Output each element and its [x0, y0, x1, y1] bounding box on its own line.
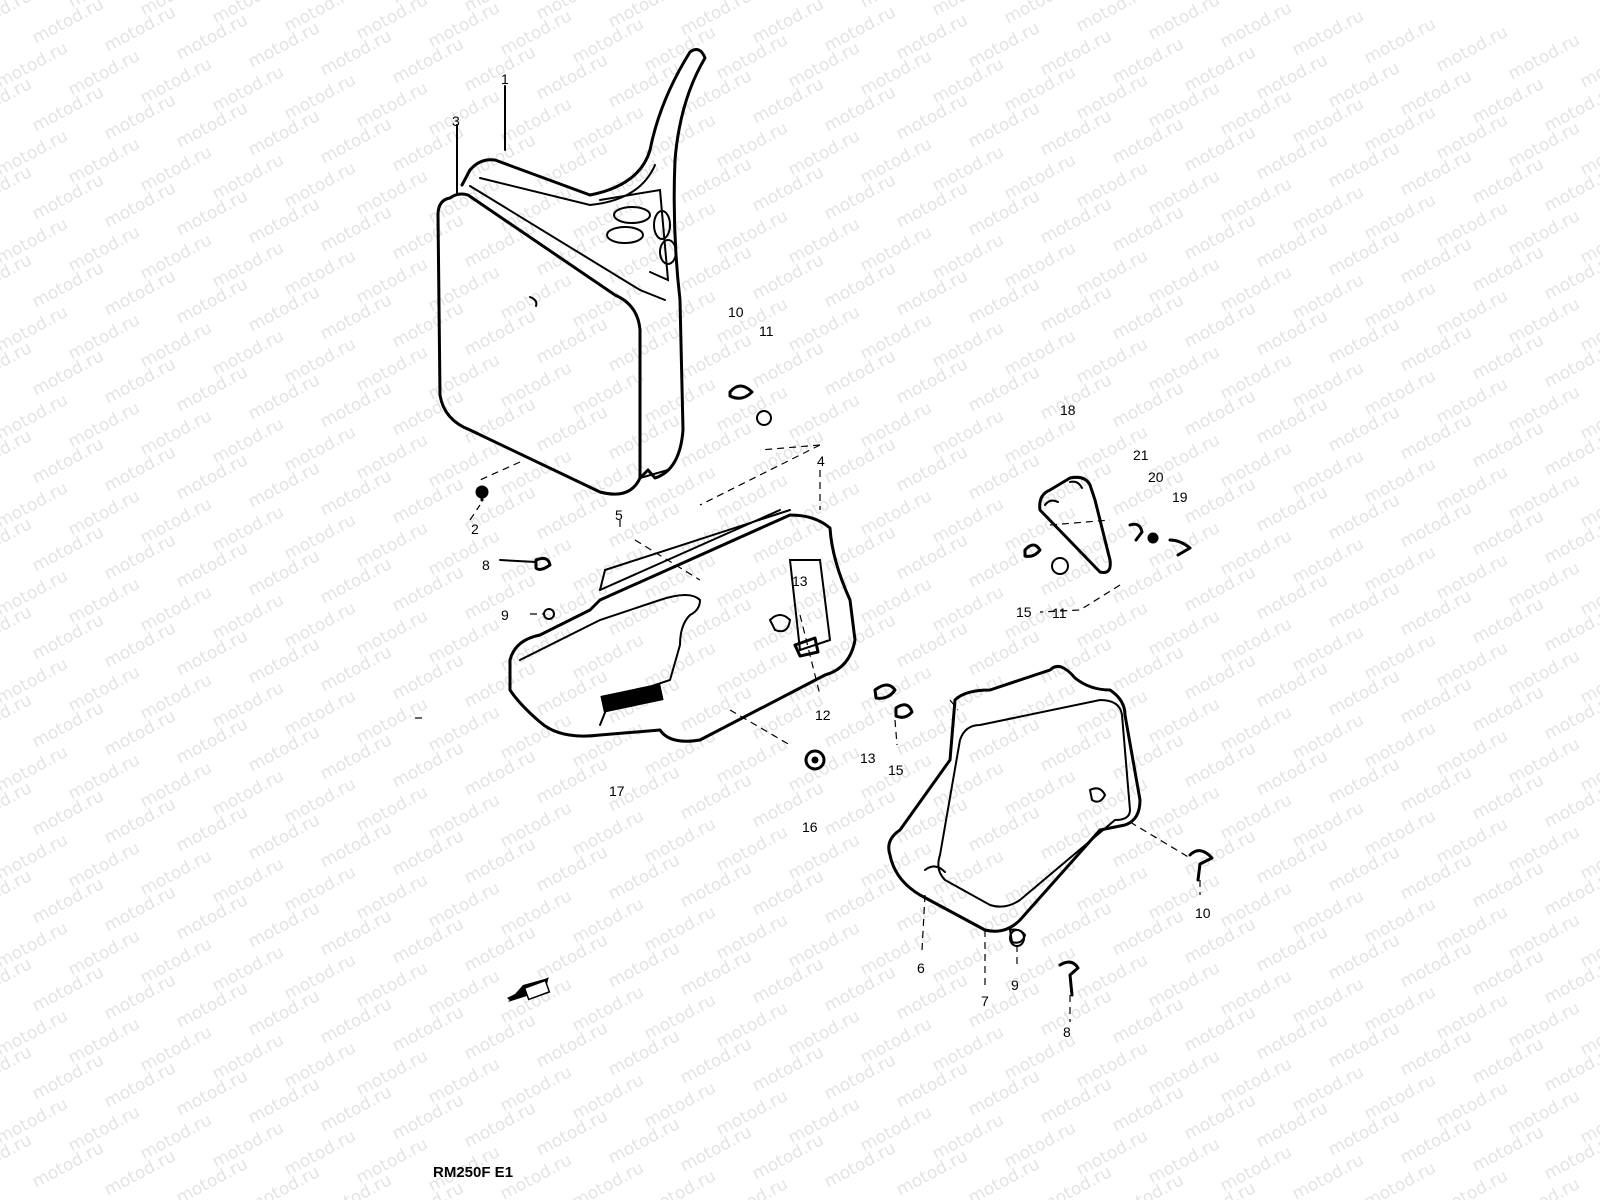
callout-20: 20: [1148, 469, 1164, 485]
callout-17: 17: [609, 783, 625, 799]
number-plate-assembly: [436, 48, 707, 496]
watermark-text: motod.ru: [1361, 14, 1439, 68]
watermark-text: motod.ru: [1505, 1174, 1583, 1200]
bracket: [1038, 475, 1112, 574]
callout-12: 12: [815, 707, 831, 723]
watermark-text: motod.ru: [929, 0, 1007, 20]
side-cover-right: [887, 664, 1142, 944]
callout-3: 3: [452, 113, 460, 129]
callout-9a: 9: [501, 607, 509, 623]
callout-1: 1: [501, 71, 509, 87]
callout-16: 16: [802, 819, 818, 835]
callout-8a: 8: [482, 557, 490, 573]
watermark-text: motod.ru: [1217, 0, 1295, 52]
callout-13a: 13: [792, 573, 808, 589]
watermark-text: motod.ru: [1073, 0, 1151, 36]
watermark-text: motod.ru: [29, 0, 107, 48]
watermark-text: motod.ru: [857, 0, 935, 12]
callout-11b: 11: [1052, 605, 1067, 621]
callout-9b: 9: [1011, 977, 1019, 993]
watermark-text: motod.ru: [1001, 0, 1079, 28]
watermark-text: motod.ru: [713, 1174, 791, 1200]
callout-4: 4: [817, 453, 825, 469]
leader-lines: [415, 85, 1201, 1022]
watermark-text: motod.ru: [1505, 30, 1583, 84]
callout-13b: 13: [860, 750, 876, 766]
callout-11a: 11: [759, 323, 774, 339]
callout-10a: 10: [728, 304, 744, 320]
callouts: 1 2 3 4 5 6 7 8 8 9 9 10 10 11 11 12 13 …: [433, 71, 1211, 1181]
watermark-text: motod.ru: [1361, 1158, 1439, 1200]
watermark-text: motod.ru: [1289, 1150, 1367, 1200]
watermark-text: motod.ru: [1145, 0, 1223, 44]
callout-5: 5: [615, 507, 623, 523]
callout-18: 18: [1060, 402, 1076, 418]
callout-2: 2: [471, 521, 479, 537]
watermark-text: motod.ru: [1433, 22, 1511, 76]
watermark-text: motod.ru: [1433, 1166, 1511, 1200]
watermark-text: motod.ru: [1289, 6, 1367, 60]
callout-7: 7: [981, 993, 989, 1009]
callout-19: 19: [1172, 489, 1188, 505]
callout-10b: 10: [1195, 905, 1211, 921]
diagram-code: RM250F E1: [433, 1164, 513, 1181]
fasteners: [475, 384, 1214, 997]
watermark-text: motod.ru: [785, 0, 863, 4]
callout-15b: 15: [1016, 604, 1032, 620]
watermark-text: motod.ru: [569, 1158, 647, 1200]
side-cover-left: [508, 509, 857, 743]
callout-6: 6: [917, 960, 925, 976]
callout-8b: 8: [1063, 1024, 1071, 1040]
watermark-text: motod.ru: [641, 1166, 719, 1200]
callout-15a: 15: [888, 762, 904, 778]
callout-21: 21: [1133, 447, 1149, 463]
forward-arrow-icon: [507, 977, 551, 1002]
